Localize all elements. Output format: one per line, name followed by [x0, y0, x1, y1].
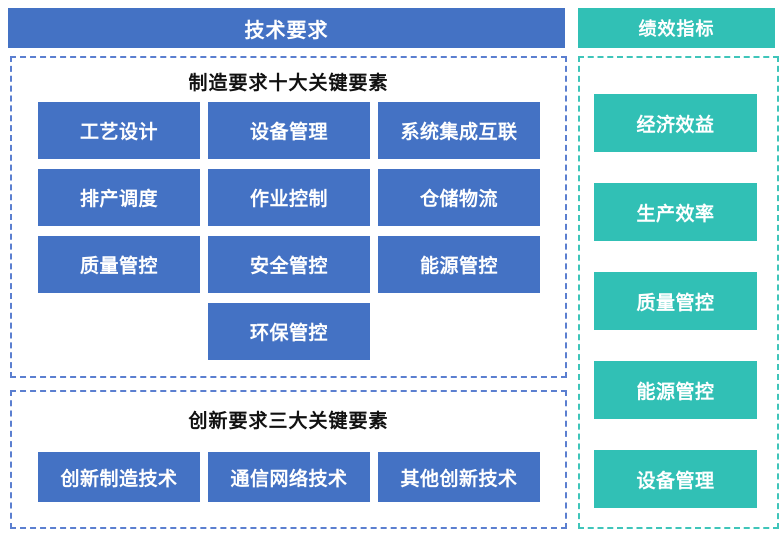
technical-requirements-header: 技术要求 [8, 8, 565, 48]
manufacturing-item-xitong-jicheng-hulian[interactable]: 系统集成互联 [378, 102, 540, 159]
manufacturing-item-gongyi-sheji[interactable]: 工艺设计 [38, 102, 200, 159]
manufacturing-item-shebei-guanli[interactable]: 设备管理 [208, 102, 370, 159]
innovation-item-tongxin-wangluo-jishu[interactable]: 通信网络技术 [208, 452, 370, 502]
performance-item-shebei-guanli[interactable]: 设备管理 [594, 450, 757, 508]
manufacturing-item-anquan-guankong[interactable]: 安全管控 [208, 236, 370, 293]
performance-indicators-panel: 经济效益 生产效率 质量管控 能源管控 设备管理 [578, 56, 779, 529]
innovation-requirements-panel: 创新要求三大关键要素 创新制造技术 通信网络技术 其他创新技术 [10, 390, 567, 529]
performance-item-jingji-xiaoyi[interactable]: 经济效益 [594, 94, 757, 152]
performance-item-zhiliang-guankong[interactable]: 质量管控 [594, 272, 757, 330]
manufacturing-item-cangchu-wuliu[interactable]: 仓储物流 [378, 169, 540, 226]
manufacturing-item-paichan-diaodu[interactable]: 排产调度 [38, 169, 200, 226]
innovation-item-qita-chuangxin-jishu[interactable]: 其他创新技术 [378, 452, 540, 502]
manufacturing-requirements-panel: 制造要求十大关键要素 工艺设计 设备管理 系统集成互联 排产调度 作业控制 仓储… [10, 56, 567, 378]
manufacturing-item-zhiliang-guankong[interactable]: 质量管控 [38, 236, 200, 293]
manufacturing-item-zuoye-kongzhi[interactable]: 作业控制 [208, 169, 370, 226]
manufacturing-panel-title: 制造要求十大关键要素 [188, 72, 389, 94]
innovation-panel-title: 创新要求三大关键要素 [188, 410, 389, 432]
innovation-item-chuangxin-zhizao-jishu[interactable]: 创新制造技术 [38, 452, 200, 502]
performance-item-shengchan-xiaolv[interactable]: 生产效率 [594, 183, 757, 241]
manufacturing-item-huanbao-guankong[interactable]: 环保管控 [208, 303, 370, 360]
performance-indicators-header: 绩效指标 [578, 8, 775, 48]
performance-item-nengyuan-guankong[interactable]: 能源管控 [594, 361, 757, 419]
manufacturing-item-nengyuan-guankong[interactable]: 能源管控 [378, 236, 540, 293]
